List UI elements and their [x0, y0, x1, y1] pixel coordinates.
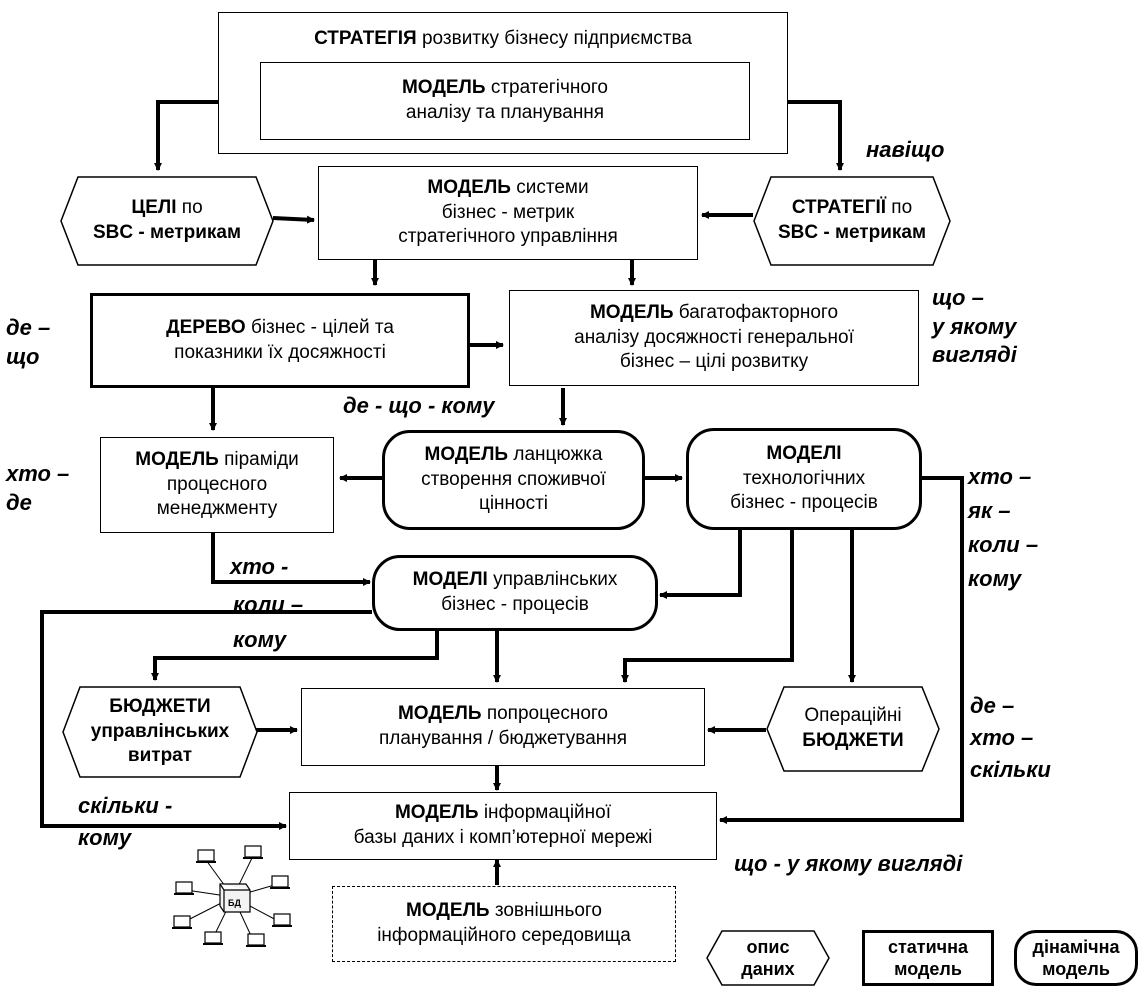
svg-text:БД: БД — [228, 898, 241, 908]
strategy-frame-title: СТРАТЕГІЯ розвитку бізнесу підприємства — [314, 28, 692, 49]
label-who-how-when-whom: хто – як – коли – кому — [968, 464, 1039, 592]
label-where-what: де – що — [6, 315, 51, 369]
legend-dynamic-model: дінамічна модель — [1014, 930, 1138, 986]
label-who-where: хто – де — [6, 461, 70, 515]
legend-static-model: статична модель — [862, 930, 994, 986]
label-when: коли – — [233, 592, 304, 617]
label-where-what-whom: де - що - кому — [343, 393, 495, 418]
label-howmuch-whom: скільки - кому — [78, 793, 173, 850]
info-database-model: МОДЕЛЬ інформаційної базы даних і комп’ю… — [289, 792, 717, 860]
label-what-looks-bottom: що - у якому вигляді — [734, 851, 963, 876]
external-environment-model: МОДЕЛЬ зовнішнього інформаційного середо… — [332, 886, 676, 962]
mgmt-processes-model: МОДЕЛІ управлінських бізнес - процесів — [372, 555, 658, 631]
process-planning-model: МОДЕЛЬ попроцесного планування / бюджету… — [301, 688, 705, 766]
multifactor-analysis-model: МОДЕЛЬ багатофакторного аналізу досяжнос… — [509, 290, 919, 386]
label-whom: кому — [233, 627, 287, 652]
label-who-when: хто - — [230, 554, 289, 579]
legend-data-desc: опис даних — [706, 930, 830, 986]
label-where-who-howmuch: де – хто – скільки — [970, 693, 1051, 782]
label-what-how-looks: що – у якому вигляді — [932, 285, 1017, 368]
database-network-icon: БД — [172, 845, 292, 947]
goal-tree-node: ДЕРЕВО бізнес - цілей та показники їх до… — [90, 293, 470, 388]
strategic-analysis-model: МОДЕЛЬ стратегічного аналізу та плануван… — [260, 62, 750, 140]
label-why: навіщо — [866, 137, 945, 162]
